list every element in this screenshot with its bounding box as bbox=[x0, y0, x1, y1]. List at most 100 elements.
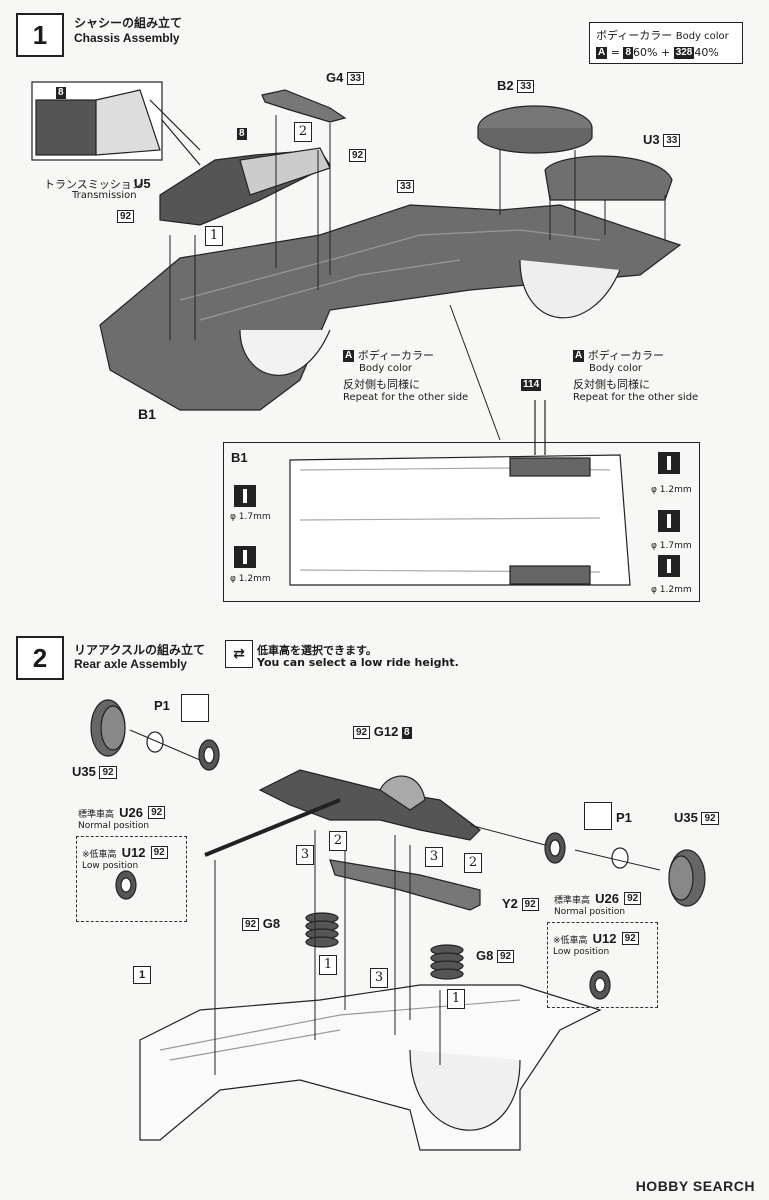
callout-right-code: A bbox=[573, 350, 585, 362]
u12-left-jp: ※低車高 bbox=[82, 850, 117, 860]
u26-right-color: 92 bbox=[624, 892, 642, 905]
part-g8-right: G8 92 bbox=[476, 948, 515, 964]
order-2-right: 2 bbox=[464, 851, 482, 873]
u12-right-label: ※低車高 U12 92 Low position bbox=[553, 928, 639, 957]
callout-left-repeat-jp: 反対側も同様に bbox=[343, 378, 420, 391]
drill-right-2-size: φ 1.7mm bbox=[651, 541, 692, 551]
part-y2: Y2 92 bbox=[502, 896, 539, 912]
u12-left-en: Low position bbox=[82, 861, 139, 871]
order-2-step1: 2 bbox=[294, 120, 312, 142]
step-1-title-jp: シャシーの組み立て bbox=[74, 16, 183, 30]
drill-right-1-size: φ 1.2mm bbox=[651, 485, 692, 495]
u12-right-jp: ※低車高 bbox=[553, 936, 588, 946]
color-114: 114 bbox=[521, 378, 542, 391]
transmission-color-8: 8 bbox=[237, 127, 247, 140]
part-inset-color: 8 bbox=[56, 86, 66, 99]
part-p1-right: P1 bbox=[616, 810, 632, 825]
step-2-number: 2 bbox=[16, 636, 64, 680]
transmission-label-en: Transmission bbox=[72, 190, 137, 201]
swap-icon: ⇄ bbox=[225, 640, 253, 668]
equals-sign: = bbox=[610, 46, 620, 59]
mix-b-chip: 328 bbox=[673, 47, 695, 59]
u26-left-color: 92 bbox=[148, 806, 166, 819]
order-1-right: 1 bbox=[447, 987, 465, 1009]
order-3-lower: 3 bbox=[370, 966, 388, 988]
part-p1-left: P1 bbox=[154, 698, 170, 713]
drill-icon-right-1 bbox=[658, 452, 680, 474]
drill-icon-right-2 bbox=[658, 510, 680, 532]
no-glue-icon-left bbox=[181, 694, 209, 722]
drill-icon-left-1 bbox=[234, 485, 256, 507]
low-position-box-right bbox=[547, 922, 658, 1008]
u26-right-part: U26 bbox=[595, 891, 619, 906]
part-b1: B1 bbox=[138, 406, 156, 422]
part-u5: U5 bbox=[134, 176, 151, 191]
u26-left-en: Normal position bbox=[78, 821, 150, 831]
u26-right-jp: 標準車高 bbox=[554, 896, 591, 906]
order-2-left: 2 bbox=[329, 829, 347, 851]
ride-height-note-en: You can select a low ride height. bbox=[257, 656, 459, 669]
callout-left: A ボディーカラー Body color 反対側も同様に Repeat for … bbox=[343, 347, 468, 403]
transmission-label-jp: トランスミッション bbox=[44, 178, 143, 191]
color-code-a: A bbox=[596, 47, 608, 59]
u26-left-part: U26 bbox=[119, 805, 143, 820]
ride-height-note-jp: 低車高を選択できます。 bbox=[257, 644, 377, 657]
order-3-mid: 3 bbox=[425, 845, 443, 867]
callout-left-code: A bbox=[343, 350, 355, 362]
order-1-left: 1 bbox=[319, 953, 337, 975]
callout-right-en: Body color bbox=[589, 363, 643, 374]
u12-left-part: U12 bbox=[121, 845, 146, 860]
mix-b-pct: 40% bbox=[694, 46, 719, 59]
callout-right-repeat-en: Repeat for the other side bbox=[573, 392, 699, 403]
ref-step-1-box: 1 bbox=[133, 966, 151, 984]
chassis-color-33: 33 bbox=[397, 178, 415, 194]
drill-icon-left-2 bbox=[234, 546, 256, 568]
plus-sign: + bbox=[660, 46, 671, 59]
low-position-box-left bbox=[76, 836, 187, 922]
u12-right-en: Low position bbox=[553, 947, 610, 957]
body-color-label-jp: ボディーカラー bbox=[596, 29, 673, 42]
callout-right: A ボディーカラー Body color 反対側も同様に Repeat for … bbox=[573, 347, 698, 403]
step-1-title-en: Chassis Assembly bbox=[74, 31, 180, 45]
step-1-number: 1 bbox=[16, 13, 64, 57]
body-color-label-en: Body color bbox=[675, 31, 729, 42]
u12-left-color: 92 bbox=[150, 846, 168, 859]
u12-right-part: U12 bbox=[592, 931, 617, 946]
part-g12: 92 G12 8 bbox=[353, 724, 412, 740]
b1-drill-panel bbox=[223, 442, 700, 602]
u26-left-jp: 標準車高 bbox=[78, 810, 115, 820]
u26-right-en: Normal position bbox=[554, 907, 626, 917]
watermark: HOBBY SEARCH bbox=[635, 1178, 755, 1194]
drill-right-3-size: φ 1.2mm bbox=[651, 585, 692, 595]
drill-left-1-size: φ 1.7mm bbox=[230, 512, 271, 522]
callout-left-en: Body color bbox=[359, 363, 413, 374]
transmission-color-92b: 92 bbox=[117, 208, 135, 224]
step-2-title-en: Rear axle Assembly bbox=[74, 657, 187, 671]
part-u3: U3 33 bbox=[643, 132, 681, 148]
u26-left-label: 標準車高 U26 92 Normal position bbox=[78, 802, 166, 831]
u26-right-label: 標準車高 U26 92 Normal position bbox=[554, 888, 642, 917]
step-2-title-jp: リアアクスルの組み立て bbox=[74, 643, 206, 657]
order-1-step1: 1 bbox=[205, 224, 223, 246]
mix-a-pct: 60% bbox=[633, 46, 658, 59]
no-glue-icon-right bbox=[584, 802, 612, 830]
transmission-color-92a: 92 bbox=[349, 147, 367, 163]
callout-right-repeat-jp: 反対側も同様に bbox=[573, 378, 650, 391]
part-g4: G4 33 bbox=[326, 70, 365, 86]
callout-left-jp: ボディーカラー bbox=[357, 349, 434, 362]
part-u35-left: U35 92 bbox=[72, 764, 117, 780]
u12-right-color: 92 bbox=[621, 932, 639, 945]
u12-left-label: ※低車高 U12 92 Low position bbox=[82, 842, 168, 871]
part-u35-right: U35 92 bbox=[674, 810, 719, 826]
mix-a-chip: 8 bbox=[623, 47, 634, 59]
drill-icon-right-3 bbox=[658, 555, 680, 577]
b1-panel-title: B1 bbox=[231, 450, 248, 465]
order-3-left: 3 bbox=[296, 843, 314, 865]
part-b2: B2 33 bbox=[497, 78, 535, 94]
callout-left-repeat-en: Repeat for the other side bbox=[343, 392, 469, 403]
callout-right-jp: ボディーカラー bbox=[587, 349, 664, 362]
drill-left-2-size: φ 1.2mm bbox=[230, 574, 271, 584]
part-g8-left: 92 G8 bbox=[242, 916, 280, 932]
